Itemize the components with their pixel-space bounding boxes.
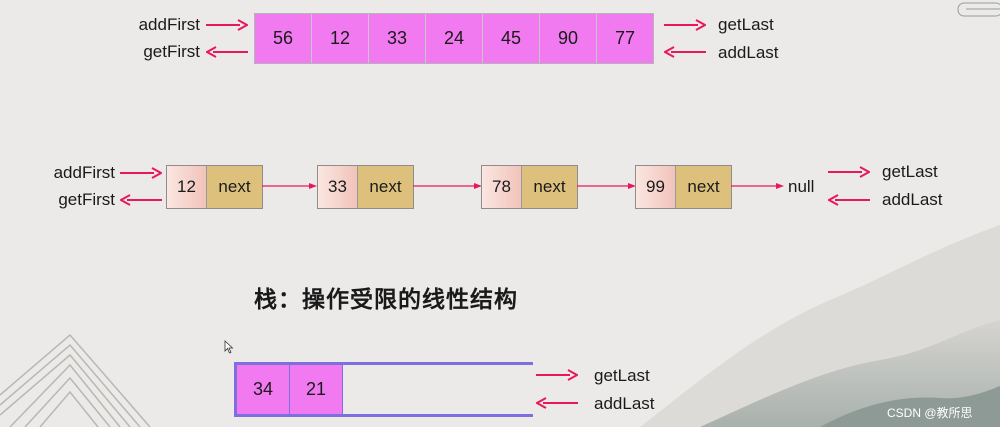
pointer-arrow-icon <box>577 183 636 189</box>
node-next-pointer: next <box>358 166 413 208</box>
node-next-pointer: next <box>207 166 262 208</box>
array-cell: 56 <box>255 14 312 63</box>
pointer-arrow-icon <box>413 183 482 189</box>
list-node: 12 next <box>166 165 263 209</box>
array-cell: 45 <box>483 14 540 63</box>
arrow-right-icon <box>536 369 578 381</box>
array-get-last-label: getLast <box>718 15 774 34</box>
arrow-left-icon <box>120 194 162 206</box>
array-cell: 12 <box>312 14 369 63</box>
arrow-left-icon <box>536 397 578 409</box>
stack-get-last-label: getLast <box>594 366 650 385</box>
list-add-first-label: addFirst <box>53 163 115 182</box>
array-cell: 90 <box>540 14 597 63</box>
array-box: 56 12 33 24 45 90 77 <box>254 13 654 64</box>
pointer-arrow-icon <box>262 183 317 189</box>
arrow-left-icon <box>828 194 870 206</box>
array-add-last-label: addLast <box>718 43 779 62</box>
stack-cell: 34 <box>237 365 290 414</box>
array-cell: 33 <box>369 14 426 63</box>
stack-container: 34 21 <box>234 362 533 417</box>
null-label: null <box>788 177 815 196</box>
node-next-pointer: next <box>522 166 577 208</box>
node-value: 33 <box>318 166 358 208</box>
list-add-last-label: addLast <box>882 190 943 209</box>
mouse-cursor-icon <box>224 340 234 354</box>
node-value: 78 <box>482 166 522 208</box>
node-next-pointer: next <box>676 166 731 208</box>
arrow-right-icon <box>664 19 706 31</box>
node-value: 99 <box>636 166 676 208</box>
pointer-arrow-icon <box>731 183 784 189</box>
stack-title: 栈：操作受限的线性结构 <box>254 286 518 313</box>
stack-cell: 21 <box>290 365 343 414</box>
watermark: CSDN @教所思 <box>887 406 973 420</box>
arrow-left-icon <box>206 46 248 58</box>
arrow-left-icon <box>664 46 706 58</box>
stack-add-last-label: addLast <box>594 394 655 413</box>
arrow-right-icon <box>828 166 870 178</box>
list-node: 78 next <box>481 165 578 209</box>
list-node: 33 next <box>317 165 414 209</box>
array-add-first-label: addFirst <box>138 15 200 34</box>
node-value: 12 <box>167 166 207 208</box>
array-cell: 77 <box>597 14 653 63</box>
list-get-last-label: getLast <box>882 162 938 181</box>
arrow-right-icon <box>120 167 162 179</box>
list-node: 99 next <box>635 165 732 209</box>
array-cell: 24 <box>426 14 483 63</box>
arrow-right-icon <box>206 19 248 31</box>
array-get-first-label: getFirst <box>143 42 200 61</box>
list-get-first-label: getFirst <box>58 190 115 209</box>
